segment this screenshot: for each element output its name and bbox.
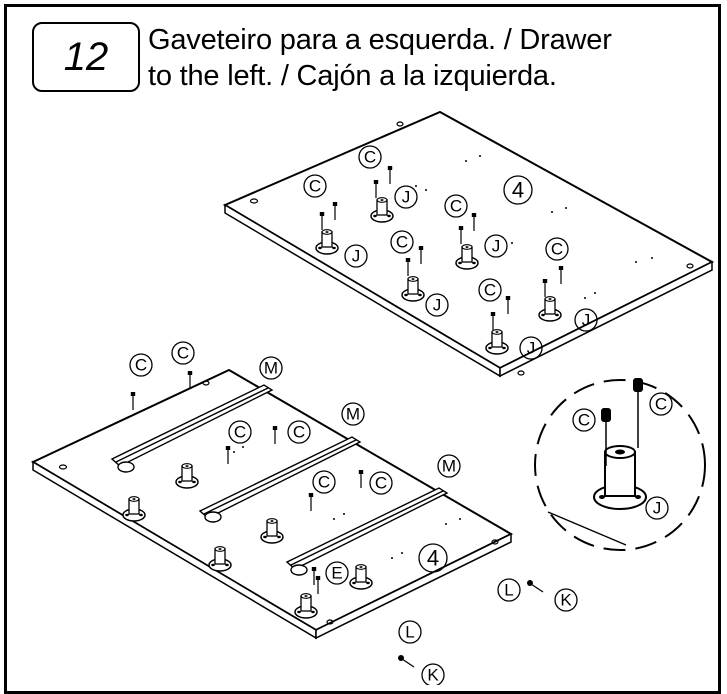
label-c: C <box>318 473 330 492</box>
label-m: M <box>264 359 278 378</box>
detail-view <box>534 378 706 551</box>
label-j: J <box>653 499 662 518</box>
panel-number: 4 <box>427 546 439 571</box>
label-c: C <box>309 177 321 196</box>
label-m: M <box>442 457 456 476</box>
label-k: K <box>560 591 572 610</box>
step-title: Gaveteiro para a esquerda. / Drawer to t… <box>148 22 612 94</box>
label-c: C <box>551 240 563 259</box>
label-m: M <box>346 405 360 424</box>
step-title-line-1: Gaveteiro para a esquerda. / Drawer <box>148 24 612 56</box>
label-j: J <box>433 296 442 315</box>
label-l: L <box>405 623 414 642</box>
label-c: C <box>177 344 189 363</box>
label-l: L <box>504 581 513 600</box>
label-c: C <box>364 148 376 167</box>
label-j: J <box>582 311 591 330</box>
label-j: J <box>527 339 536 358</box>
label-e: E <box>331 564 342 583</box>
upper-panel <box>222 110 715 378</box>
step-title-line-2: to the left. / Cajón a la izquierda. <box>148 60 557 92</box>
label-c: C <box>396 233 408 252</box>
label-c: C <box>484 281 496 300</box>
label-j: J <box>352 247 361 266</box>
label-c: C <box>135 356 147 375</box>
label-c: C <box>293 423 305 442</box>
label-j: J <box>402 188 411 207</box>
label-c: C <box>578 411 590 430</box>
label-c: C <box>450 197 462 216</box>
label-k: K <box>427 666 439 685</box>
label-c: C <box>234 423 246 442</box>
label-j: J <box>492 237 501 256</box>
step-number: 12 <box>63 35 109 79</box>
lower-panel <box>30 368 544 668</box>
label-c: C <box>655 395 667 414</box>
step-number-box: 12 <box>32 22 140 92</box>
panel-number: 4 <box>512 178 524 203</box>
label-c: C <box>375 474 387 493</box>
